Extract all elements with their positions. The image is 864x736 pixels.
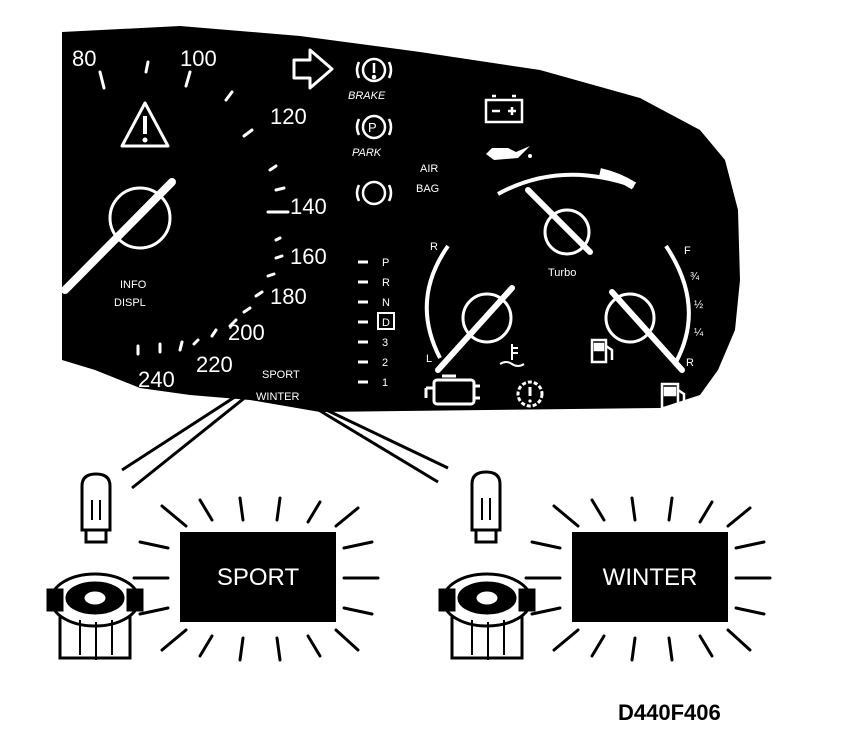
speed-mark-140: 140: [290, 194, 327, 219]
info-display-label-line2: DISPL: [114, 297, 146, 309]
winter-socket-icon: [438, 572, 536, 660]
turn-signal-arrow-icon: [292, 48, 334, 90]
airbag-label-line2: BAG: [416, 183, 439, 195]
sport-indicator-box: [180, 532, 336, 622]
gear-selector: [358, 260, 395, 384]
sport-socket-icon: [46, 572, 144, 660]
fuel-half-label: ½: [694, 299, 703, 311]
leader-lines: [121, 380, 449, 490]
sport-indicator-small: SPORT: [262, 369, 300, 381]
fuel-three-quarter-label: ¾: [690, 271, 700, 283]
speed-mark-80: 80: [72, 46, 96, 71]
winter-bulb-icon: [470, 470, 502, 544]
sport-bulb-icon: [80, 472, 112, 544]
speed-mark-180: 180: [270, 284, 307, 309]
fuel-reserve-icon: [660, 382, 686, 410]
speed-mark-240: 240: [138, 367, 175, 392]
abs-warning-icon: [355, 180, 393, 206]
winter-indicator-box: [572, 532, 728, 622]
gear-r: R: [382, 277, 390, 289]
warning-triangle-icon: [120, 101, 170, 148]
turbo-gauge: [497, 168, 637, 256]
winter-indicator-label: WINTER: [603, 564, 698, 591]
instrument-panel: [62, 26, 740, 412]
temp-low-label: L: [426, 353, 432, 365]
transmission-warning-icon: [516, 380, 544, 408]
gear-1: 1: [382, 377, 388, 389]
fuel-gauge: [604, 244, 691, 373]
sport-glow-rays: [132, 496, 380, 662]
coolant-temp-icon: [499, 344, 525, 367]
brake-label: BRAKE: [348, 90, 386, 102]
winter-glow-rays: [524, 496, 772, 662]
turbo-label: Turbo: [548, 267, 576, 279]
speed-mark-160: 160: [290, 244, 327, 269]
temp-high-label: R: [430, 241, 438, 253]
fuel-reserve-label: R: [686, 357, 694, 369]
speed-mark-100: 100: [180, 46, 217, 71]
info-display-dial: [61, 178, 176, 294]
fuel-full-label: F: [684, 245, 691, 257]
battery-icon: [484, 94, 524, 124]
gear-3: 3: [382, 337, 388, 349]
speed-ticks: [98, 60, 290, 356]
gear-p: P: [382, 257, 389, 269]
winter-indicator-small: WINTER: [256, 391, 299, 403]
svg-text:P: P: [368, 120, 377, 135]
info-display-label-line1: INFO: [120, 279, 147, 291]
temperature-gauge: [424, 244, 515, 373]
brake-warning-icon: [355, 57, 393, 83]
gear-2: 2: [382, 357, 388, 369]
gear-d-selected: D: [382, 317, 390, 329]
figure-code: D440F406: [618, 700, 721, 725]
check-engine-icon: [424, 374, 480, 406]
oil-pressure-icon: [486, 146, 532, 160]
speed-mark-200: 200: [228, 320, 265, 345]
parking-brake-icon: P: [355, 114, 393, 140]
fuel-pump-icon: [590, 338, 614, 364]
park-label: PARK: [352, 147, 382, 159]
speed-mark-120: 120: [270, 104, 307, 129]
speed-mark-220: 220: [196, 352, 233, 377]
airbag-label-line1: AIR: [420, 163, 438, 175]
fuel-quarter-label: ¼: [694, 327, 704, 339]
sport-indicator-label: SPORT: [217, 564, 300, 591]
gear-n: N: [382, 297, 390, 309]
